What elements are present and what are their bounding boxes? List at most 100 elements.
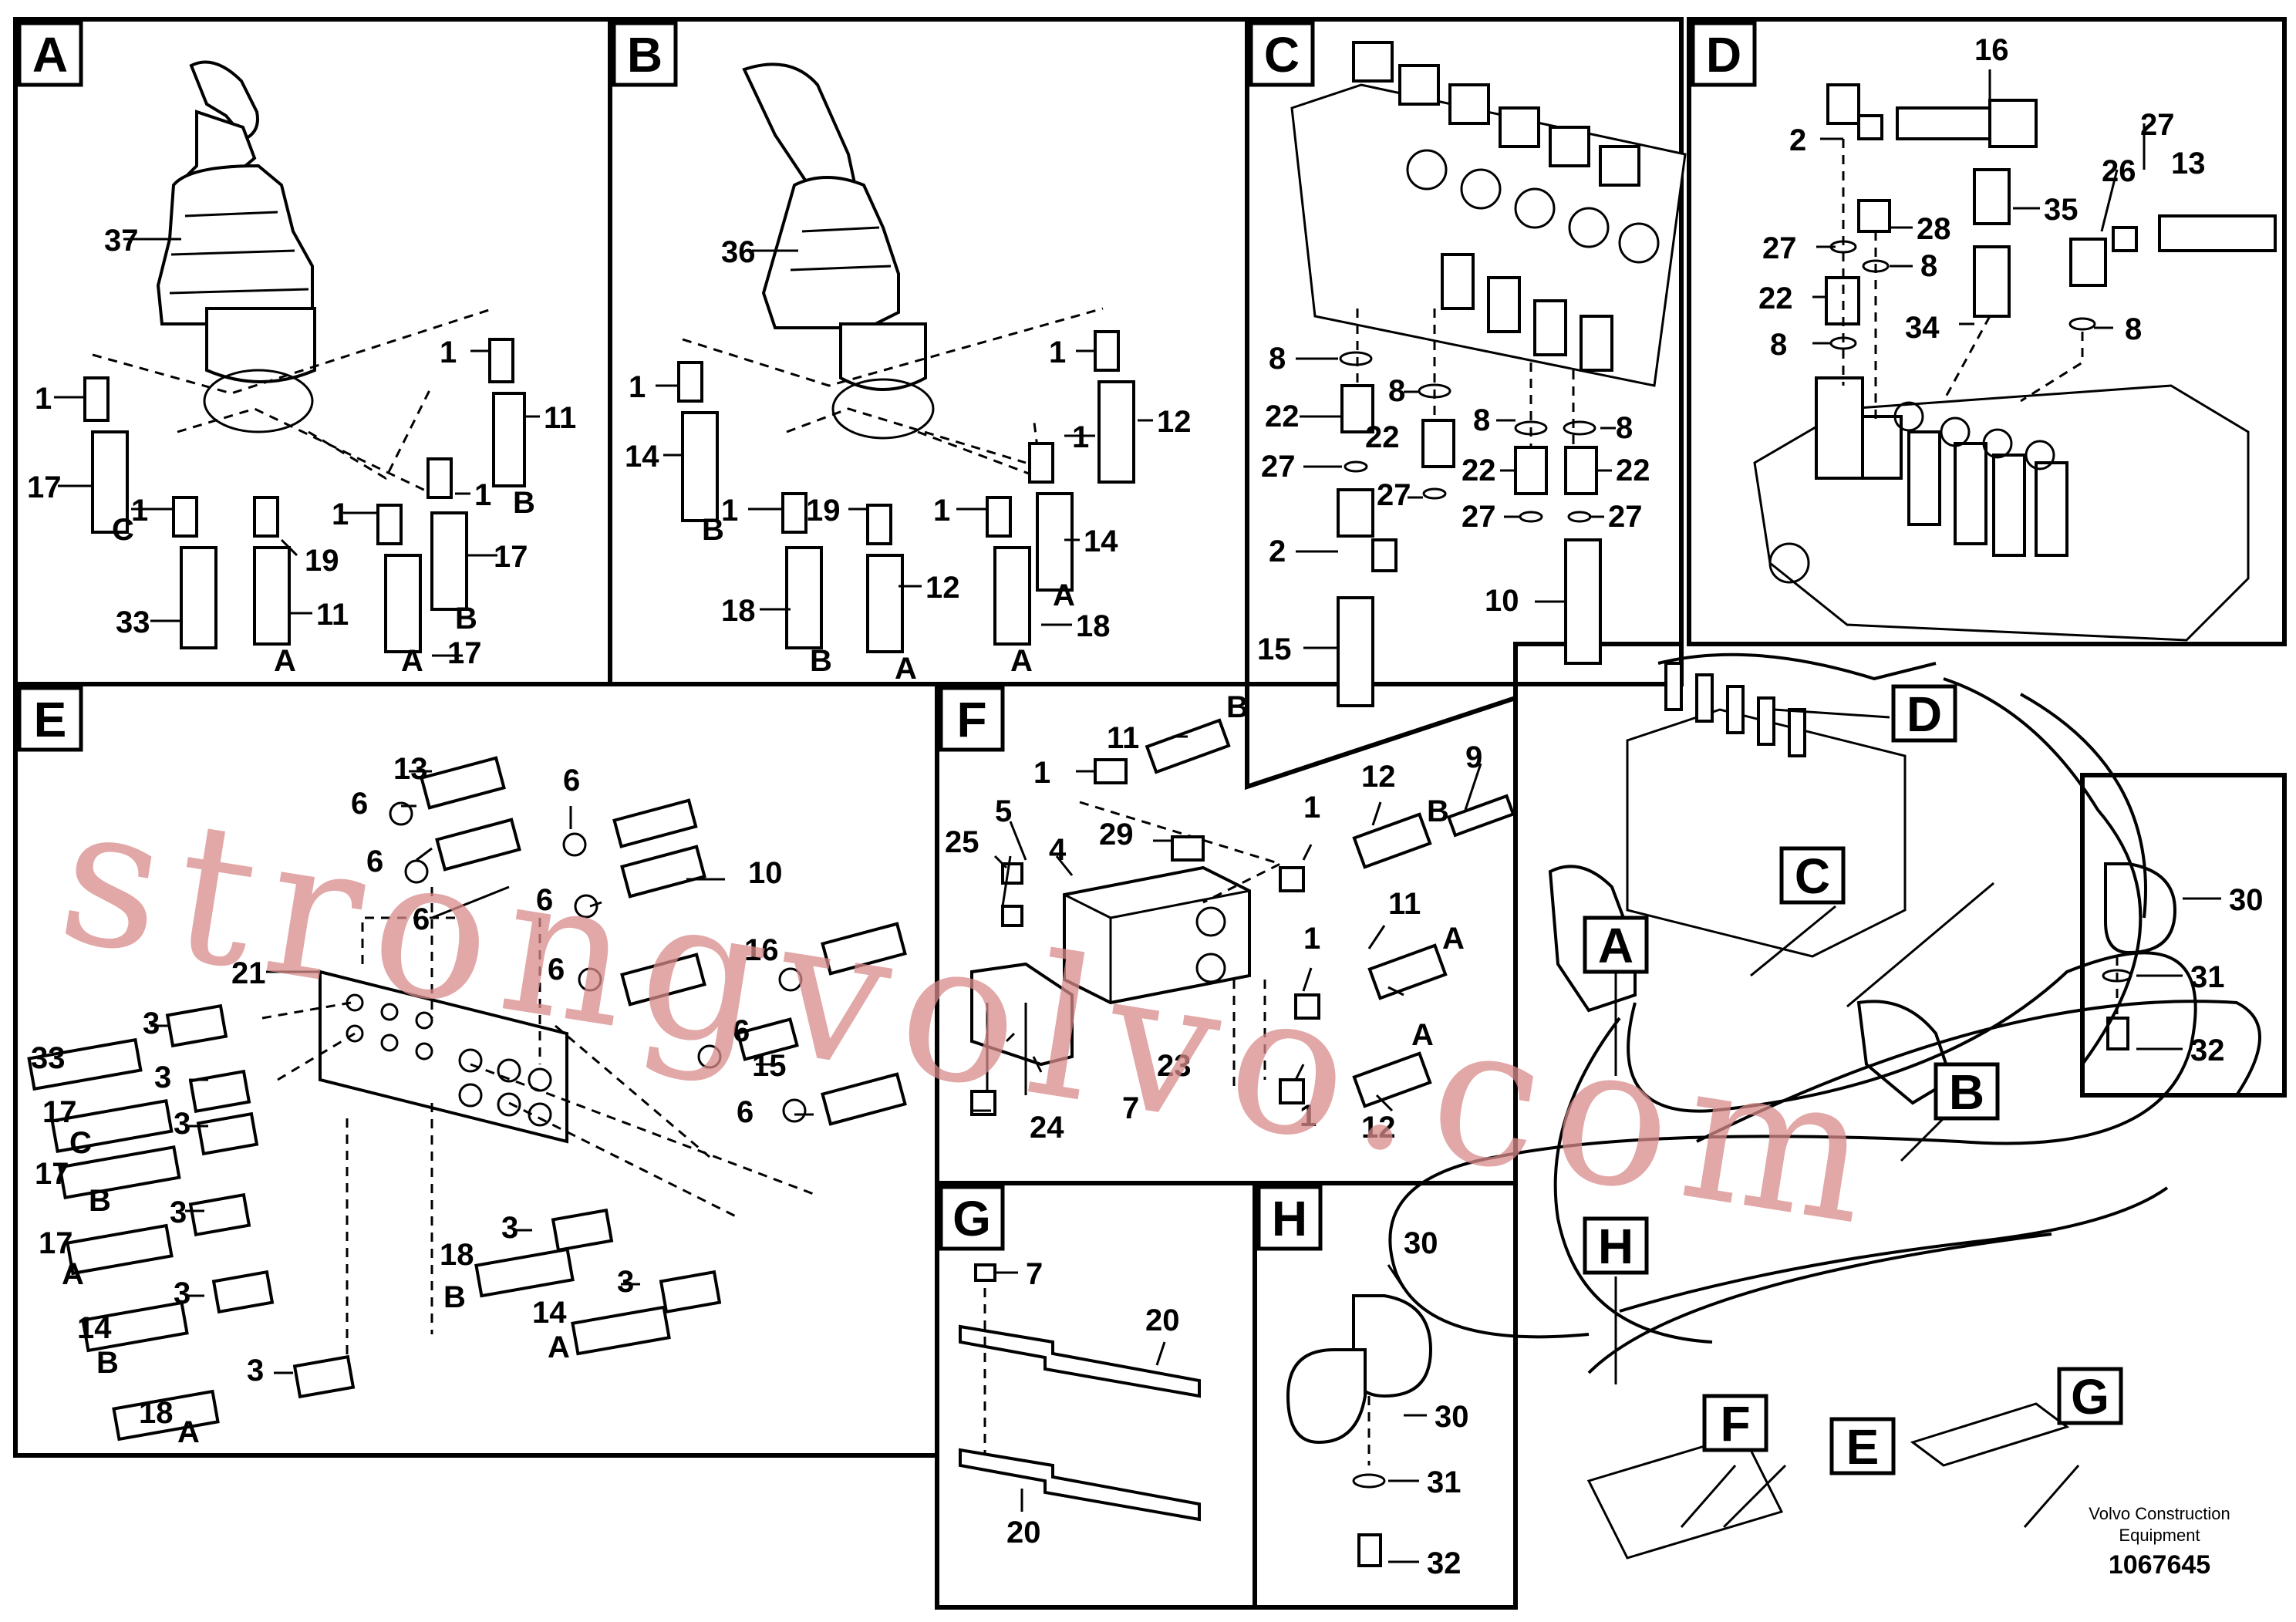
part-number-label: 22 [1265, 400, 1300, 433]
part-number-label: 8 [1473, 403, 1490, 437]
panel-letter-label: A [1598, 918, 1633, 973]
panel-f-drawing: 11 B 1 5 25 4 29 1 12 B 9 11 A 1 A 1 12 … [945, 690, 1515, 1145]
overview-callouts: A B C D E F G H [1583, 684, 2123, 1529]
part-number-label: 18 [139, 1396, 174, 1430]
part-number-label: 33 [116, 605, 150, 639]
part-number-label: 18 [440, 1238, 474, 1272]
part-number-label: A [1053, 578, 1075, 612]
panel-e-drawing: 13 6 6 6 10 6 6 6 16 21 3 33 3 17 C 3 17… [27, 752, 907, 1449]
panel-letter-label: H [1272, 1191, 1307, 1246]
part-number-label: 25 [945, 825, 979, 859]
part-number-label: 17 [42, 1095, 77, 1129]
panel-a-hoses [83, 338, 526, 653]
part-number-label: 13 [2171, 147, 2206, 180]
part-number-label: 12 [1157, 405, 1192, 439]
panel-c-fittings [1337, 351, 1602, 707]
part-number-label: A [401, 644, 423, 678]
part-number-label: 1 [1072, 420, 1089, 454]
part-number-label: B [1226, 690, 1249, 724]
maker-name-line1: Volvo Construction [2089, 1504, 2230, 1523]
part-number-label: 5 [995, 794, 1012, 828]
part-number-label: A [1010, 644, 1033, 678]
part-number-label: 33 [31, 1041, 66, 1075]
panel-letter-label: G [2071, 1369, 2109, 1425]
part-number-label: 15 [1257, 632, 1292, 666]
part-number-label: 1 [35, 382, 52, 416]
part-number-label: 19 [806, 494, 841, 528]
part-number-label: 17 [494, 540, 528, 574]
part-number-label: 34 [1905, 311, 1940, 345]
part-number-label: 31 [1427, 1465, 1462, 1499]
part-number-label: B [455, 602, 477, 636]
drawing-number: 1067645 [2109, 1550, 2210, 1580]
panel-f-fittings [970, 718, 1515, 1116]
part-number-label: 8 [1920, 249, 1937, 283]
panel-c-drawing: 8 22 27 2 15 8 22 27 8 8 22 22 27 27 10 [1257, 41, 1687, 707]
part-number-label: 11 [1388, 887, 1421, 921]
part-number-label: 8 [1770, 328, 1787, 362]
part-number-label: 13 [393, 752, 428, 786]
part-number-label: B [810, 644, 832, 678]
panel-letter-label: G [952, 1191, 991, 1246]
panel-h-drawing: 30 30 31 32 [1286, 1226, 1469, 1580]
panel-letter-label: A [32, 27, 68, 83]
part-number-label: 31 [2190, 960, 2225, 994]
part-number-label: B [96, 1346, 119, 1380]
part-number-label: 1 [1033, 756, 1050, 790]
part-number-label: 1 [933, 494, 950, 528]
part-number-label: 32 [1427, 1546, 1462, 1580]
panel-letter-label: F [1720, 1396, 1750, 1452]
part-number-label: 12 [925, 571, 960, 605]
part-number-label: 6 [737, 1095, 754, 1129]
panel-letter-label: B [627, 27, 663, 83]
part-number-label: 7 [1122, 1091, 1139, 1125]
part-number-label: 3 [617, 1265, 634, 1299]
part-number-label: 22 [1758, 282, 1793, 315]
part-number-label: 11 [316, 598, 349, 632]
part-number-label: 30 [1404, 1226, 1438, 1260]
part-number-label: 15 [752, 1049, 787, 1083]
part-number-label: 26 [2102, 154, 2136, 188]
part-number-label: A [274, 644, 296, 678]
part-number-label: 14 [77, 1311, 112, 1345]
panel-letter-label: E [34, 692, 67, 747]
part-number-label: 6 [563, 764, 580, 798]
part-number-label: 9 [1465, 740, 1482, 774]
part-number-label: 27 [1377, 478, 1411, 512]
part-number-label: 1 [629, 370, 646, 404]
part-number-label: B [702, 513, 724, 547]
panel-h-label: H [1256, 1185, 1323, 1251]
part-number-label: 3 [174, 1107, 190, 1141]
panel-f-label: F [939, 686, 1005, 752]
panel-c-label: C [1249, 21, 1315, 87]
part-number-label: 16 [744, 933, 779, 967]
part-number-label: 8 [1269, 342, 1286, 376]
part-number-label: 20 [1145, 1303, 1180, 1337]
part-number-label: A [177, 1415, 200, 1449]
part-number-label: 3 [143, 1007, 160, 1040]
part-number-label: 32 [2190, 1034, 2225, 1067]
part-number-label: 17 [27, 470, 62, 504]
part-number-label: 10 [748, 856, 783, 890]
panel-g-label: G [939, 1185, 1005, 1251]
panel-g-drawing: 7 20 20 [959, 1257, 1201, 1549]
part-number-label: 1 [474, 478, 491, 512]
title-block: Volvo Construction Equipment 1067645 [2089, 1504, 2230, 1580]
part-number-label: 21 [231, 956, 266, 990]
panel-letter-label: D [1706, 27, 1741, 83]
part-number-label: 3 [154, 1061, 171, 1094]
part-number-label: 11 [544, 401, 576, 435]
part-number-label: 27 [2140, 108, 2175, 142]
part-number-label: 18 [1076, 609, 1111, 643]
part-number-label: 17 [447, 636, 482, 670]
panel-frames [13, 17, 2287, 1610]
part-number-label: 6 [413, 902, 430, 936]
part-number-label: 35 [2044, 193, 2079, 227]
part-number-label: 20 [1006, 1516, 1041, 1549]
part-number-label: 27 [1261, 450, 1296, 484]
part-number-label: 27 [1762, 231, 1797, 265]
panel-letter-label: E [1846, 1419, 1880, 1475]
part-number-label: 10 [1485, 584, 1519, 618]
part-number-label: 1 [440, 336, 457, 369]
